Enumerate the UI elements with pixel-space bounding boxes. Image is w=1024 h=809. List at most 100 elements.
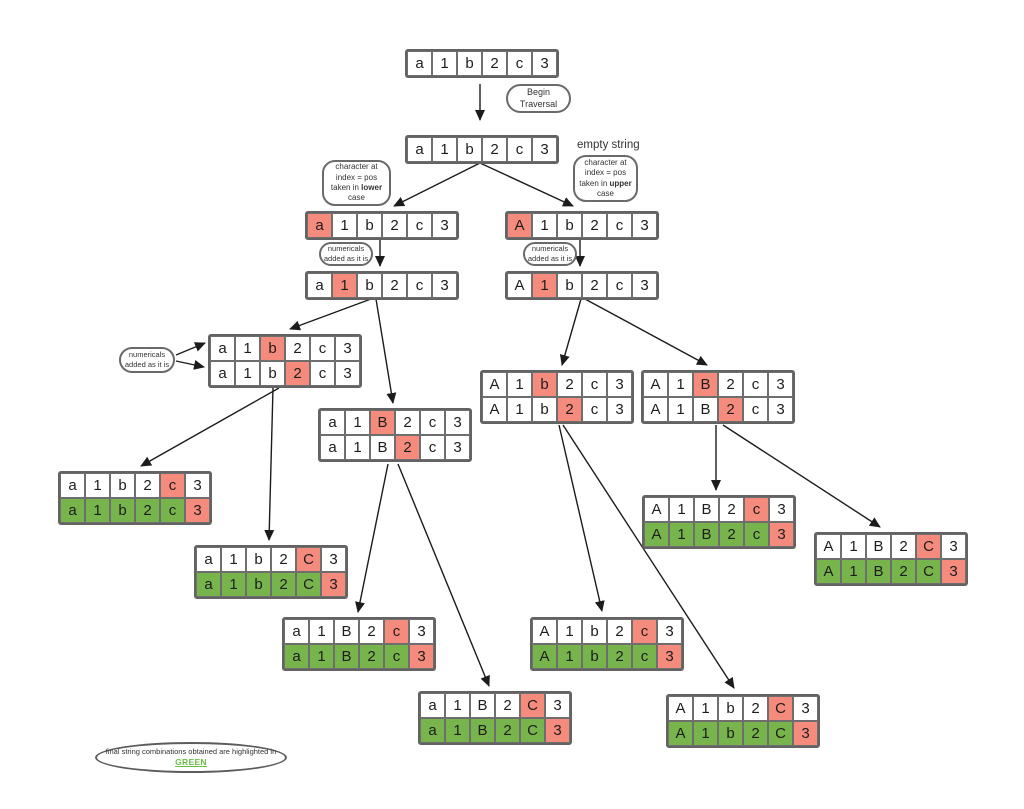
cell: 3 xyxy=(321,547,346,572)
cell: B xyxy=(866,559,891,584)
cell: A xyxy=(532,644,557,669)
cell: b xyxy=(582,644,607,669)
cell: 1 xyxy=(309,644,334,669)
cell: 2 xyxy=(719,497,744,522)
callout-line: numericals xyxy=(327,244,365,254)
callout-line: numericals xyxy=(531,244,569,254)
cell: c xyxy=(160,473,185,498)
cell: b xyxy=(457,51,482,76)
cell: 2 xyxy=(557,397,582,422)
cell: 2 xyxy=(582,273,607,298)
cell: 3 xyxy=(532,137,557,162)
cell: c xyxy=(407,273,432,298)
tree-edge xyxy=(584,298,708,366)
cell: a xyxy=(284,619,309,644)
cell: 1 xyxy=(345,410,370,435)
cell: 1 xyxy=(532,273,557,298)
cell: 1 xyxy=(332,213,357,238)
cell: A xyxy=(643,372,668,397)
cell: c xyxy=(507,51,532,76)
tree-edge xyxy=(355,463,389,613)
callout-line: case xyxy=(348,193,365,203)
callout-line: character at xyxy=(335,162,378,172)
cell: 2 xyxy=(607,619,632,644)
cell: C xyxy=(520,718,545,743)
cell: C xyxy=(296,572,321,597)
cell: 2 xyxy=(891,559,916,584)
cell: 3 xyxy=(335,336,360,361)
cell: 2 xyxy=(718,372,743,397)
cell: B xyxy=(370,410,395,435)
cell: B xyxy=(470,718,495,743)
cell: B xyxy=(694,522,719,547)
cell: 1 xyxy=(557,619,582,644)
cell: c xyxy=(744,497,769,522)
cell: a xyxy=(307,213,332,238)
cell: 2 xyxy=(135,498,160,523)
cell: c xyxy=(507,137,532,162)
cell: b xyxy=(718,696,743,721)
cell: c xyxy=(607,213,632,238)
cell: c xyxy=(384,619,409,644)
cell: 1 xyxy=(693,721,718,746)
callout-line: added as it is xyxy=(124,360,170,369)
cell: A xyxy=(644,522,669,547)
cell: 1 xyxy=(507,372,532,397)
cell: 3 xyxy=(432,213,457,238)
cell: 1 xyxy=(557,644,582,669)
cell: B xyxy=(370,435,395,460)
cell: b xyxy=(557,213,582,238)
callout-line: index = pos xyxy=(335,172,378,182)
tree-edge xyxy=(479,162,574,207)
cell: 1 xyxy=(221,572,246,597)
cell: c xyxy=(582,372,607,397)
cell: A xyxy=(482,372,507,397)
cell: 2 xyxy=(382,273,407,298)
cell: B xyxy=(334,644,359,669)
cell: 1 xyxy=(235,336,260,361)
cell: c xyxy=(632,619,657,644)
cell: 1 xyxy=(668,397,693,422)
cell: C xyxy=(520,693,545,718)
callout-line: Begin xyxy=(526,86,551,97)
cell: A xyxy=(507,273,532,298)
cell: 3 xyxy=(607,397,632,422)
cell: b xyxy=(532,372,557,397)
cell: 2 xyxy=(743,721,768,746)
cell: a xyxy=(210,336,235,361)
cell: c xyxy=(310,336,335,361)
cell: B xyxy=(694,497,719,522)
cell: b xyxy=(260,336,285,361)
cell: b xyxy=(457,137,482,162)
cell: c xyxy=(743,397,768,422)
tree-edge xyxy=(175,342,206,356)
cell: 3 xyxy=(445,435,470,460)
cell: A xyxy=(668,721,693,746)
cell: 1 xyxy=(432,137,457,162)
cell: 3 xyxy=(657,644,682,669)
cell: b xyxy=(557,273,582,298)
cell: a xyxy=(420,718,445,743)
cell: a xyxy=(60,498,85,523)
cell: c xyxy=(310,361,335,386)
cell: a xyxy=(210,361,235,386)
tree-edge xyxy=(264,387,275,541)
cell: 2 xyxy=(557,372,582,397)
cell: A xyxy=(507,213,532,238)
cell: 1 xyxy=(432,51,457,76)
cell: c xyxy=(384,644,409,669)
cell: c xyxy=(160,498,185,523)
